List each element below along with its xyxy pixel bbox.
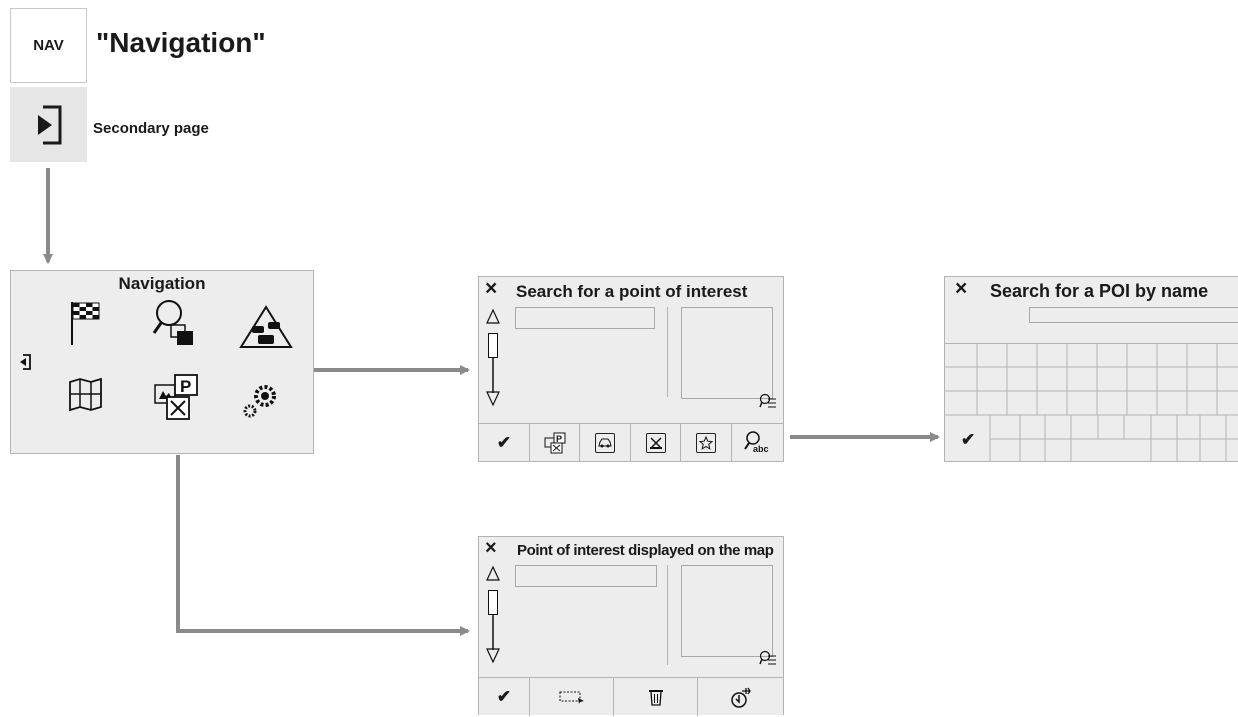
page-title: "Navigation" — [96, 27, 266, 58]
poi-map-toolbar: ✔ — [479, 677, 783, 717]
select-area-icon — [559, 691, 584, 704]
list-view-icon[interactable] — [759, 650, 777, 673]
poi-search-field[interactable] — [515, 307, 655, 329]
navigation-screen-title: Navigation — [118, 274, 206, 293]
svg-text:P: P — [180, 377, 191, 396]
map-icon[interactable] — [68, 377, 104, 416]
hotel-icon — [645, 433, 666, 453]
confirm-button[interactable]: ✔ — [479, 424, 530, 462]
back-arrow-icon[interactable] — [17, 353, 33, 376]
scroll-down-icon[interactable] — [486, 391, 500, 412]
poi-categories-icon[interactable]: P — [153, 373, 199, 428]
hotel-button[interactable] — [631, 424, 681, 462]
search-poi-toolbar: ✔ P abc — [479, 423, 783, 462]
search-poi-title: Search for a point of interest — [516, 282, 748, 301]
nav-badge: NAV — [10, 8, 87, 83]
confirm-check-icon[interactable]: ✔ — [961, 430, 976, 449]
confirm-check-icon: ✔ — [496, 687, 512, 706]
poi-map-screen: × Point of interest displayed on the map… — [478, 536, 784, 717]
settings-icon[interactable] — [241, 381, 281, 426]
poi-map-title: Point of interest displayed on the map — [517, 542, 774, 559]
arrow-categories-to-poi-map — [176, 455, 470, 636]
traffic-warning-icon[interactable] — [239, 304, 293, 355]
favorites-button[interactable] — [681, 424, 732, 462]
svg-text:P: P — [556, 434, 562, 444]
car-button[interactable] — [580, 424, 631, 462]
column-divider — [667, 565, 668, 665]
scroll-up-icon[interactable] — [486, 565, 500, 587]
name-input[interactable] — [1029, 307, 1238, 323]
delete-icon — [648, 690, 663, 706]
select-area-button[interactable] — [530, 678, 614, 716]
search-by-name-icon: abc — [743, 431, 769, 454]
list-view-icon[interactable] — [759, 393, 777, 416]
search-by-name-screen: × Search for a POI by name ✔ — [944, 276, 1238, 462]
keyboard-grid[interactable] — [945, 343, 1238, 461]
scrollbar[interactable] — [488, 333, 498, 395]
poi-categories-icon: P — [544, 432, 565, 454]
preview-panel — [681, 565, 773, 657]
preview-panel — [681, 307, 773, 399]
search-by-name-title: Search for a POI by name — [990, 281, 1209, 301]
scroll-up-icon[interactable] — [486, 308, 500, 330]
close-button[interactable]: × — [485, 537, 497, 559]
favorite-star-icon — [696, 433, 716, 453]
close-button[interactable]: × — [485, 277, 498, 300]
delete-button[interactable] — [614, 678, 698, 716]
car-icon — [595, 433, 615, 453]
poi-search-icon[interactable] — [151, 298, 201, 355]
usb-import-button[interactable] — [698, 678, 783, 716]
abc-label: abc — [753, 444, 769, 454]
scroll-down-icon[interactable] — [486, 648, 500, 669]
confirm-check-icon: ✔ — [496, 433, 512, 452]
secondary-page-label: Secondary page — [93, 120, 209, 137]
close-button[interactable]: × — [955, 277, 968, 300]
confirm-button[interactable]: ✔ — [479, 678, 530, 716]
navigation-screen: Navigation — [10, 270, 314, 454]
poi-list-field[interactable] — [515, 565, 657, 587]
usb-import-icon — [730, 687, 751, 708]
scrollbar[interactable] — [488, 590, 498, 652]
checkered-flag-icon[interactable] — [68, 300, 104, 351]
search-by-name-button[interactable]: abc — [732, 424, 783, 462]
search-poi-screen: × Search for a point of interest ✔ P — [478, 276, 784, 462]
categories-button[interactable]: P — [530, 424, 580, 462]
column-divider — [667, 307, 668, 397]
enter-icon — [10, 87, 87, 162]
